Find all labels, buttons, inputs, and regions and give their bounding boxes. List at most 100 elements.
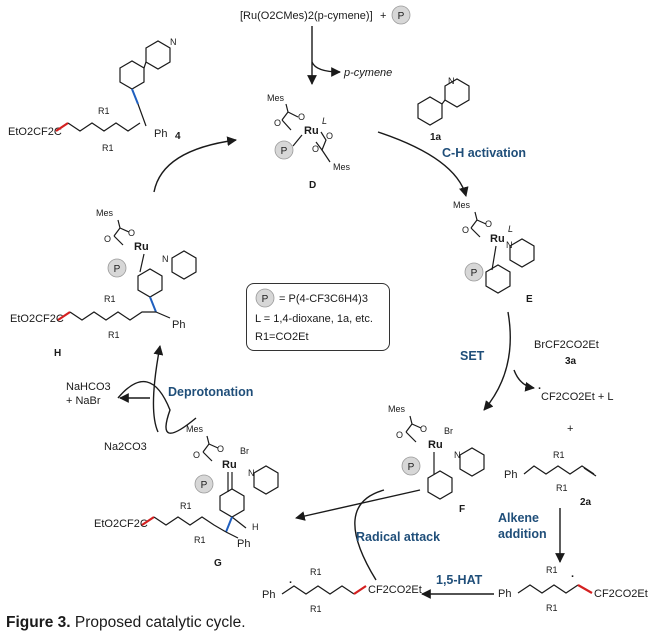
radical-intermediate-right: Ph R1 R1 · CF2CO2Et bbox=[498, 565, 648, 613]
ch-activation-label: C-H activation bbox=[442, 146, 526, 160]
svg-text:F: F bbox=[459, 504, 465, 515]
label-3a: 3a bbox=[565, 356, 577, 367]
svg-text:Ph: Ph bbox=[237, 538, 250, 550]
legend-p-definition: = P(4-CF3C6H4)3 bbox=[279, 293, 368, 305]
svg-text:P: P bbox=[471, 268, 478, 279]
legend-p-letter: P bbox=[262, 294, 269, 305]
product-4: N Ph EtO2CF2C R1 R1 4 bbox=[8, 37, 181, 153]
cf2-radical-product: CF2CO2Et + L bbox=[541, 391, 613, 403]
svg-text:EtO2CF2C: EtO2CF2C bbox=[94, 518, 148, 530]
svg-text:·: · bbox=[289, 577, 293, 589]
complex-H: Mes O O Ru N P Ph EtO2CF2C R1 R1 H bbox=[10, 208, 197, 359]
svg-text:O: O bbox=[128, 228, 135, 238]
svg-text:O: O bbox=[104, 234, 111, 244]
svg-text:R1: R1 bbox=[546, 603, 558, 613]
svg-text:4: 4 bbox=[175, 131, 181, 142]
svg-text:R1: R1 bbox=[194, 535, 206, 545]
svg-text:Ph: Ph bbox=[262, 589, 275, 601]
legend-svg: P = P(4-CF3C6H4)3 L = 1,4-dioxane, 1a, e… bbox=[255, 288, 373, 343]
svg-text:N: N bbox=[448, 76, 455, 86]
brcf2-reagent: BrCF2CO2Et bbox=[534, 339, 599, 351]
svg-text:Ph: Ph bbox=[504, 469, 517, 481]
deprotonation-curve bbox=[117, 380, 197, 434]
svg-text:1a: 1a bbox=[430, 132, 442, 143]
deprotonation-arrow bbox=[152, 345, 164, 433]
svg-text:P: P bbox=[201, 480, 208, 491]
svg-text:CF2CO2Et: CF2CO2Et bbox=[368, 584, 422, 596]
svg-text:R1: R1 bbox=[104, 294, 116, 304]
alkene-label-2: addition bbox=[498, 527, 547, 541]
pcymene-label: p-cymene bbox=[343, 67, 392, 79]
nabr-label: + NaBr bbox=[66, 395, 101, 407]
legend-l-definition: L = 1,4-dioxane, 1a, etc. bbox=[255, 313, 373, 325]
svg-text:Br: Br bbox=[240, 446, 249, 456]
legend-r-definition: R1=CO2Et bbox=[255, 331, 309, 343]
svg-text:G: G bbox=[214, 558, 222, 569]
svg-text:N: N bbox=[506, 240, 513, 250]
svg-text:O: O bbox=[274, 118, 281, 128]
precatalyst-formula: [Ru(O2CMes)2(p-cymene)] bbox=[240, 10, 373, 22]
svg-text:Mes: Mes bbox=[186, 424, 204, 434]
svg-text:N: N bbox=[170, 37, 177, 47]
svg-text:E: E bbox=[526, 294, 533, 305]
radical-attack-arrow bbox=[295, 489, 421, 521]
alkene-2a: Ph R1 R1 2a bbox=[504, 450, 597, 508]
svg-text:R1: R1 bbox=[310, 604, 322, 614]
svg-text:CF2CO2Et: CF2CO2Et bbox=[594, 588, 648, 600]
svg-text:O: O bbox=[217, 444, 224, 454]
svg-text:R1: R1 bbox=[102, 143, 114, 153]
set-arrow bbox=[483, 311, 511, 411]
svg-text:O: O bbox=[485, 219, 492, 229]
svg-text:Mes: Mes bbox=[453, 200, 471, 210]
svg-text:O: O bbox=[298, 112, 305, 122]
svg-text:P: P bbox=[281, 146, 288, 157]
svg-text:Ph: Ph bbox=[498, 588, 511, 600]
svg-text:Ph: Ph bbox=[154, 128, 167, 140]
complex-G: Mes O O Ru Br N P H Ph EtO2CF2C R1 R1 G bbox=[94, 424, 279, 569]
svg-text:EtO2CF2C: EtO2CF2C bbox=[10, 313, 64, 325]
plus-sign-2: + bbox=[567, 423, 573, 435]
svg-text:Mes: Mes bbox=[333, 162, 351, 172]
legend-box: P = P(4-CF3C6H4)3 L = 1,4-dioxane, 1a, e… bbox=[246, 283, 390, 351]
svg-text:Ru: Ru bbox=[304, 125, 319, 137]
svg-text:O: O bbox=[326, 131, 333, 141]
svg-text:H: H bbox=[54, 348, 61, 359]
svg-text:O: O bbox=[420, 424, 427, 434]
svg-text:L: L bbox=[508, 224, 513, 234]
svg-text:N: N bbox=[162, 254, 169, 264]
complex-E: Mes O O Ru L N P E bbox=[453, 200, 535, 305]
svg-text:R1: R1 bbox=[98, 106, 110, 116]
svg-text:N: N bbox=[248, 468, 255, 478]
pcymene-release-arrow bbox=[311, 61, 341, 77]
figure-caption: Figure 3. Proposed catalytic cycle. bbox=[6, 614, 246, 632]
set-label: SET bbox=[460, 349, 485, 363]
svg-text:Ru: Ru bbox=[134, 241, 149, 253]
svg-text:O: O bbox=[312, 144, 319, 154]
cf2-radical-arrow bbox=[513, 369, 535, 392]
svg-text:EtO2CF2C: EtO2CF2C bbox=[8, 126, 62, 138]
svg-text:Ru: Ru bbox=[428, 439, 443, 451]
radical-attack-label: Radical attack bbox=[356, 530, 440, 544]
svg-text:D: D bbox=[309, 180, 316, 191]
radical-attack-curve bbox=[354, 489, 385, 581]
svg-text:P: P bbox=[398, 11, 405, 22]
svg-text:P: P bbox=[408, 462, 415, 473]
na2co3-label: Na2CO3 bbox=[104, 441, 147, 453]
ch-activation-arrow bbox=[377, 131, 469, 197]
legend-phosphine-ball bbox=[255, 288, 275, 308]
svg-text:Br: Br bbox=[444, 426, 453, 436]
caption-text: Proposed catalytic cycle. bbox=[74, 614, 246, 631]
svg-text:H: H bbox=[252, 522, 259, 532]
svg-text:2a: 2a bbox=[580, 497, 592, 508]
svg-text:L: L bbox=[322, 116, 327, 126]
radical-dot: · bbox=[538, 383, 542, 395]
svg-text:Mes: Mes bbox=[267, 93, 285, 103]
svg-text:·: · bbox=[571, 571, 575, 583]
phosphine-ball-top: P bbox=[391, 5, 411, 25]
svg-text:Ru: Ru bbox=[222, 459, 237, 471]
svg-text:N: N bbox=[454, 450, 461, 460]
svg-text:O: O bbox=[193, 450, 200, 460]
svg-text:R1: R1 bbox=[108, 330, 120, 340]
